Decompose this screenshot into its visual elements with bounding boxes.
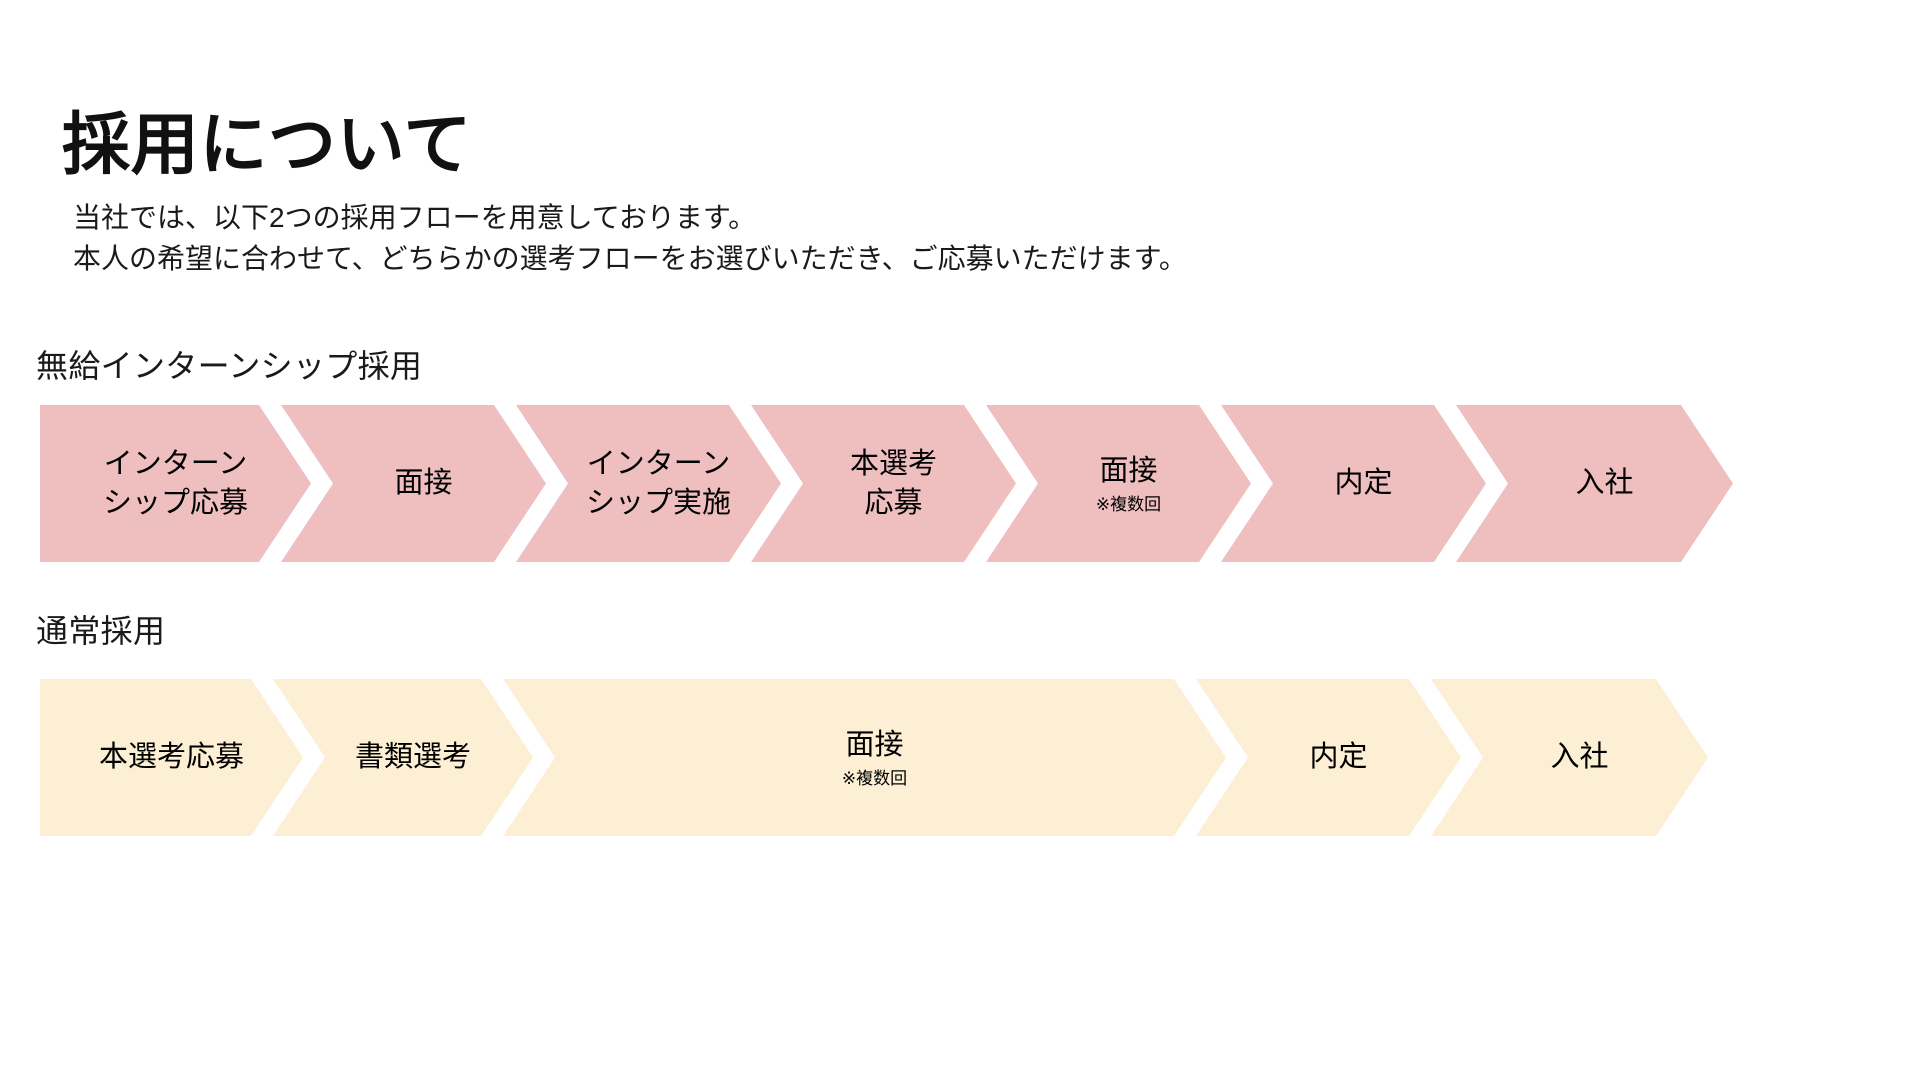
- flow-step-label: 入社: [1575, 467, 1634, 500]
- page-title: 採用について: [62, 106, 473, 183]
- flow-step-label: 面接: [845, 729, 904, 762]
- flow-step-label: 内定: [1334, 467, 1393, 500]
- intro-paragraph: 当社では、以下2つの採用フローを用意しております。 本人の希望に合わせて、どちら…: [73, 197, 1187, 280]
- flow-step-label: インターン シップ応募: [102, 448, 248, 519]
- flow-step-label: 本選考 応募: [849, 448, 937, 519]
- flow-step-label: 面接: [394, 467, 453, 500]
- flow-step: 内定: [1221, 405, 1486, 562]
- flow-step: 入社: [1456, 405, 1733, 562]
- flow-step: インターン シップ実施: [516, 405, 781, 562]
- flow-diagram-internship: インターン シップ応募 面接 インターン シップ実施 本選考 応募 面接 ※複数回 内定 入社: [40, 405, 1883, 562]
- flow-diagram-standard: 本選考応募 書類選考 面接 ※複数回 内定 入社: [40, 679, 1883, 836]
- flow-step-label: 本選考応募: [98, 741, 244, 774]
- flow-step-label: 面接: [1099, 455, 1158, 488]
- flow-step-note: ※複数回: [841, 768, 908, 788]
- flow-step-label: 内定: [1309, 741, 1368, 774]
- flow-step: 本選考応募: [40, 679, 303, 836]
- flow-step: 面接 ※複数回: [986, 405, 1251, 562]
- flow-step-note: ※複数回: [1095, 494, 1162, 514]
- section-heading-internship: 無給インターンシップ採用: [36, 348, 423, 384]
- flow-step: 本選考 応募: [751, 405, 1016, 562]
- intro-line-1: 当社では、以下2つの採用フローを用意しております。: [73, 202, 757, 233]
- flow-step-label: 書類選考: [354, 741, 471, 774]
- flow-step: 面接 ※複数回: [503, 679, 1226, 836]
- flow-step: 入社: [1431, 679, 1708, 836]
- flow-step: 面接: [281, 405, 546, 562]
- flow-step: インターン シップ応募: [40, 405, 311, 562]
- intro-line-2: 本人の希望に合わせて、どちらかの選考フローをお選びいただき、ご応募いただけます。: [73, 243, 1187, 275]
- section-heading-standard: 通常採用: [36, 613, 166, 649]
- flow-step: 書類選考: [273, 679, 533, 836]
- flow-step-label: 入社: [1550, 741, 1609, 774]
- flow-step: 内定: [1196, 679, 1461, 836]
- flow-step-label: インターン シップ実施: [585, 448, 731, 519]
